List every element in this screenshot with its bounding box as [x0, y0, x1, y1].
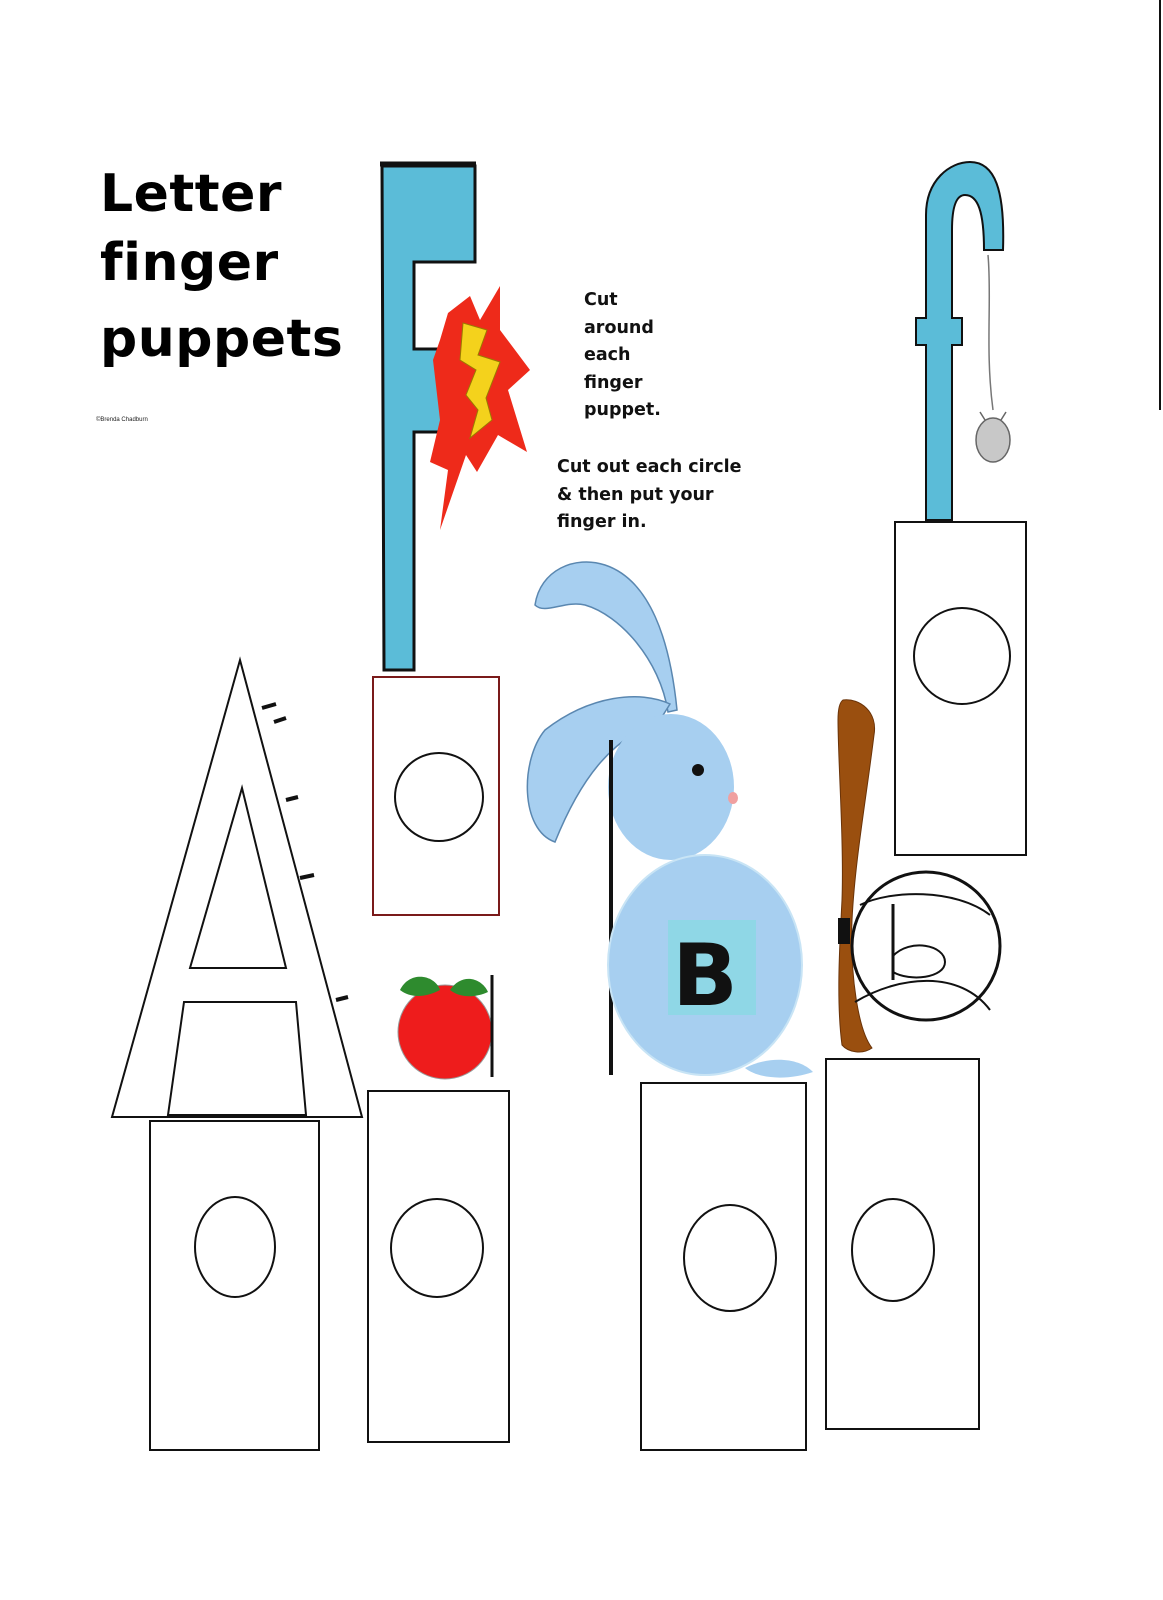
- finger-hole-f-lowercase[interactable]: [913, 607, 1011, 705]
- copyright-credit: ©Brenda Chadburn: [96, 417, 148, 423]
- letter-f-lowercase-icon: [915, 160, 1005, 521]
- page-title-line-3: puppets: [100, 309, 344, 369]
- page-title-line-2: finger: [100, 233, 279, 293]
- instruction-line: & then put your: [557, 484, 714, 505]
- instruction-line: Cut: [584, 290, 618, 310]
- instruction-line: Cut out each circle: [557, 457, 742, 477]
- bunny-letter-b: B: [672, 926, 738, 1026]
- instruction-line: finger: [584, 372, 643, 393]
- star-burst-icon: [430, 286, 530, 530]
- finger-hole-f[interactable]: [394, 752, 484, 842]
- page-title-line-1: Letter: [100, 164, 283, 224]
- mouse-icon: [975, 254, 1011, 463]
- bunny-icon: B: [526, 561, 813, 1078]
- instruction-line: puppet.: [584, 400, 661, 420]
- letter-a-icon: [110, 656, 364, 1118]
- instructions-cut-around: Cut around each finger puppet.: [584, 287, 661, 425]
- instructions-cut-circle: Cut out each circle & then put your fing…: [557, 454, 742, 537]
- instruction-line: around: [584, 317, 654, 338]
- baseball-bat-icon: [837, 699, 876, 1053]
- finger-hole-a[interactable]: [194, 1196, 276, 1298]
- finger-hole-bunny[interactable]: [683, 1204, 777, 1312]
- instruction-line: finger in.: [557, 512, 647, 532]
- finger-hole-bat-ball[interactable]: [851, 1198, 935, 1302]
- baseball-icon: [850, 870, 1002, 1022]
- apple-icon: [397, 975, 494, 1080]
- instruction-line: each: [584, 345, 631, 365]
- finger-hole-apple[interactable]: [390, 1198, 484, 1298]
